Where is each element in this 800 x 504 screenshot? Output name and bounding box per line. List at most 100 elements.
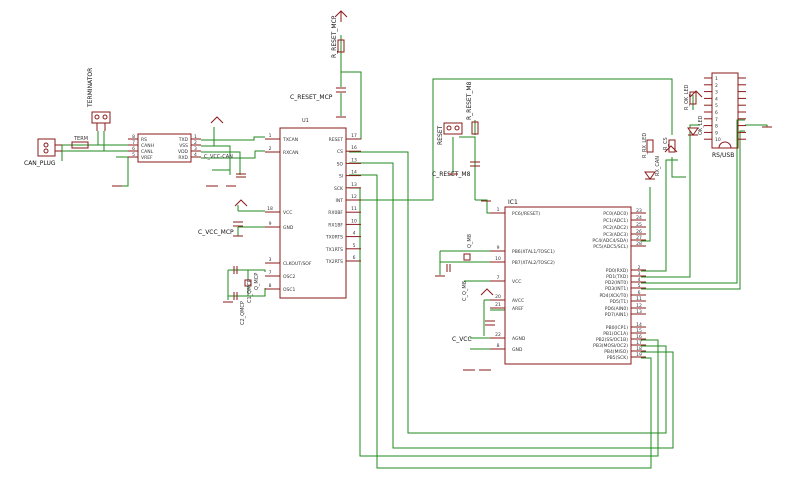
header-pin-number: 5: [715, 103, 718, 109]
ic1-pin-name: PB0(ICP1): [606, 325, 628, 331]
u1-pin-name: CS: [337, 149, 343, 155]
rs-usb-label: RS/USB: [712, 152, 734, 159]
ic1-pin-number: 24: [636, 215, 642, 221]
ic1-pin-number: 17: [636, 340, 642, 346]
rx-can-led: RX_CAN: [644, 156, 661, 180]
ic1-pin-number: 16: [636, 334, 642, 340]
u1-pin-name: SO: [337, 161, 344, 167]
ic1-pin-name: PD6(AIN0): [605, 306, 628, 312]
ground-symbols: [112, 116, 772, 371]
c-vcc-mcp-label: C_VCC_MCP: [198, 229, 234, 236]
header-pin-number: 1: [715, 76, 718, 82]
ic1-pin-name: PC6(/RESET): [512, 211, 540, 217]
ic1-pin-name: VCC: [512, 279, 521, 285]
q-mcp-label: Q_MCP: [254, 273, 260, 290]
header-pin-number: 7: [715, 117, 718, 123]
ic1-pin-name: GND: [512, 347, 523, 353]
r-cs-resistor: R_CS: [663, 137, 676, 153]
xcvr-pin-name: TXD: [178, 137, 189, 143]
ic1-pin-name: PD0(RXD): [606, 268, 628, 274]
u1-pin-number: 18: [267, 206, 273, 212]
ic1-pin-name: PC1(ADC1): [603, 218, 628, 224]
xcvr-pin-number: 1: [194, 134, 197, 140]
r-ok-led-resistor: R_OK_LED: [684, 84, 697, 110]
u1-pin-number: 1: [269, 133, 272, 139]
u1-pin-name: CLKOUT/SOF: [283, 261, 312, 267]
u1-pin-name: INT: [336, 198, 344, 204]
xcvr-pin-name: RXD: [178, 155, 188, 161]
supply-arrows: [210, 10, 703, 296]
u1-pin-number: 8: [269, 283, 272, 289]
u1-pin-number: 16: [351, 145, 357, 151]
r-reset-m8-label: R_RESET_M8: [466, 81, 473, 120]
ic1-pin-name: PB3(MOSI/OC2): [593, 343, 628, 349]
u1-pin-name: OSC1: [283, 287, 296, 293]
ic1-pin-name: AVCC: [512, 298, 524, 304]
can-plug-label: CAN_PLUG: [24, 160, 56, 167]
u1-pin-number: 9: [269, 221, 272, 227]
ic1-pin-name: PD1(TXD): [606, 274, 628, 280]
reset-label: RESET: [437, 125, 444, 145]
header-pin-number: 8: [715, 124, 718, 130]
u1-pin-number: 13: [351, 157, 357, 163]
xcvr-pin-name: VSS: [179, 143, 188, 149]
c-reset-mcp-capacitor: C_RESET_MCP: [290, 87, 346, 101]
c2-qmcp-label: C2_QMCP: [240, 301, 246, 325]
xcvr-pin-number: 4: [194, 152, 197, 158]
u1-pin-number: 7: [269, 270, 272, 276]
r-reset-m8-resistor: R_RESET_M8: [466, 81, 479, 135]
c-vcc-label: C_VCC: [452, 336, 472, 343]
rx-can-label: RX_CAN: [655, 156, 661, 176]
ic1-pin-number: 26: [636, 229, 642, 235]
u1-pin-name: RX0BF: [328, 210, 343, 216]
ic1-pin-number: 5: [638, 283, 641, 289]
ic1-pin-name: PB4(MISO): [604, 349, 628, 355]
xcvr-pin-name: VDD: [178, 149, 189, 155]
term-resistor-label: TERM: [73, 136, 88, 142]
ic1-pin-number: 13: [636, 309, 642, 315]
can-plug-connector: CAN_PLUG: [24, 138, 62, 167]
header-pin-number: 2: [715, 83, 718, 89]
ic1-pin-name: PC3(ADC3): [603, 232, 628, 238]
mcp-crystal-group: C2_QMCP C1_QMCP Q_MCP: [233, 266, 260, 325]
c-vcc-can-label: C_VCC-CAN: [204, 154, 233, 160]
ic1-pin-number: 21: [495, 302, 501, 308]
xcvr-pin-name: CANH: [141, 143, 154, 149]
ic1-pin-name: AGND: [512, 336, 526, 342]
ic1-pin-name: PD4(XCK/T0): [599, 293, 628, 299]
u1-pin-number: 6: [353, 255, 356, 261]
r-ok-led-label: R_OK_LED: [684, 84, 690, 110]
ic1-pin-number: 6: [638, 290, 641, 296]
ic1-pin-number: 9: [497, 245, 500, 251]
u1-pin-number: 2: [269, 146, 272, 152]
ok-led-label: OK_LED: [698, 115, 704, 135]
u1-pin-number: 4: [353, 231, 356, 237]
u1-pin-number: 12: [351, 194, 357, 200]
u1-pin-name: TX0RTS: [325, 235, 343, 241]
u1-pin-name: RX1BF: [328, 222, 343, 228]
u1-pin-name: VCC: [283, 210, 292, 216]
c-vcc-capacitor: C_VCC: [452, 320, 495, 343]
ic1-pin-name: PD7(AIN1): [605, 312, 628, 318]
terminator-label: TERMINATOR: [87, 68, 94, 108]
ic1-pin-name: PC2(ADC2): [603, 225, 628, 231]
ic1-pin-name: PD3(INT1): [605, 286, 628, 292]
ic1-pin-number: 12: [636, 303, 642, 309]
xcvr-pin-name: CANL: [141, 149, 154, 155]
ic1-pin-number: 1: [497, 207, 500, 213]
ic1-pin-number: 7: [497, 275, 500, 281]
r-reset-mcp-label: R_RESET_MCP: [331, 15, 338, 58]
u1-pin-number: 11: [351, 206, 357, 212]
ok-led: OK_LED: [687, 115, 704, 136]
ic1-pin-name: PD2(INT0): [605, 280, 628, 286]
ic1-pin-name: PB7(XTAL2/TOSC2): [512, 260, 555, 266]
xcvr-pin-number: 5: [132, 152, 135, 158]
q-m8-label: Q_M8: [467, 234, 473, 248]
ic1-pin-number: 22: [495, 332, 501, 338]
ic1-pin-number: 10: [495, 256, 501, 262]
u1-pin-number: 10: [351, 218, 357, 224]
reset-jumper: RESET: [437, 122, 463, 145]
